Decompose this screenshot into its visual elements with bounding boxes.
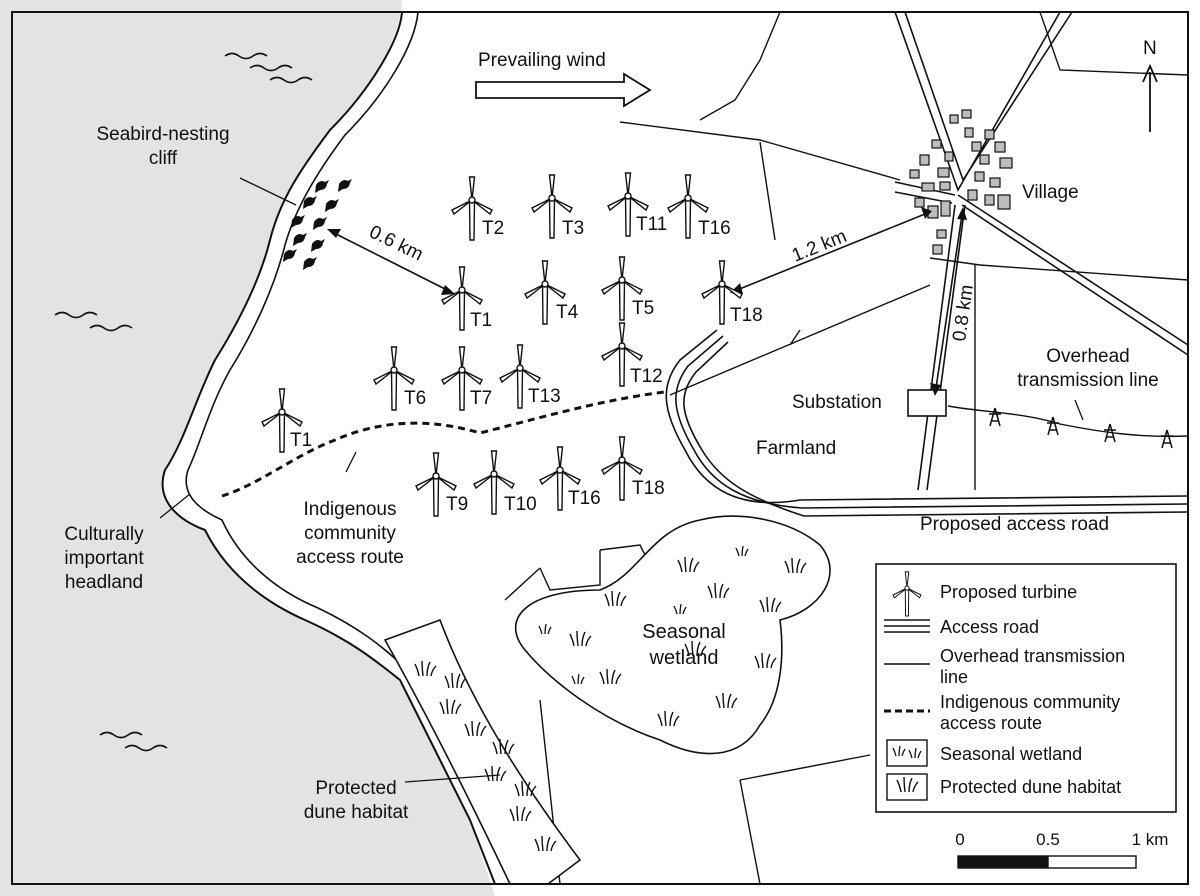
turbine-label: T2: [482, 218, 504, 239]
turbine-label: T13: [528, 386, 561, 407]
access-road-label: Proposed access road: [920, 514, 1109, 535]
turbine-label: T7: [470, 388, 492, 409]
legend: Proposed turbine Access road Overhead tr…: [875, 563, 1177, 813]
seasonal-wetland: [514, 515, 831, 755]
scale-label-0: 0: [955, 830, 964, 849]
sea: [0, 0, 495, 896]
coastline: [161, 11, 496, 885]
scale-label-1km: 1 km: [1132, 830, 1169, 849]
dune-habitat: [383, 618, 582, 885]
scale-bar: 0 0.5 1 km: [955, 830, 1169, 869]
scale-label-half: 0.5: [1036, 830, 1060, 849]
legend-road-label: Access road: [940, 617, 1039, 637]
map-frame: [11, 11, 1189, 885]
legend-road-icon: [884, 619, 930, 633]
legend-dune-icon: [886, 773, 928, 801]
distance-cliff-t1: 0.6 km: [366, 222, 426, 266]
pylon-icon: [988, 407, 1002, 427]
indigenous-route: [221, 390, 666, 498]
turbine-label: T1: [470, 310, 492, 331]
village-buildings: [909, 109, 1013, 255]
north-label: N: [1143, 38, 1157, 59]
distance-t18-village: 1.2 km: [789, 226, 850, 267]
turbine-label: T1: [290, 430, 312, 451]
turbine-label: T3: [562, 218, 584, 239]
proposed-access-road: [665, 329, 1189, 517]
substation-label: Substation: [792, 392, 882, 413]
leader-lines: [159, 177, 1084, 783]
farmland-label: Farmland: [756, 438, 836, 459]
legend-dune-label: Protected dune habitat: [940, 777, 1121, 797]
turbine-label: T5: [632, 298, 654, 319]
substation-box[interactable]: [907, 389, 947, 417]
legend-turbine-label: Proposed turbine: [940, 582, 1077, 602]
turbine-label: T16: [568, 488, 601, 509]
turbine-label: T12: [630, 366, 663, 387]
turbine-label: T10: [504, 494, 537, 515]
wind-label: Prevailing wind: [478, 50, 606, 71]
turbine-label: T11: [636, 214, 667, 235]
village-label: Village: [1022, 182, 1079, 203]
legend-wetland-icon: [886, 739, 928, 767]
turbine-label: T6: [404, 388, 426, 409]
turbine-label: T18: [730, 305, 763, 326]
seabird-colony-icon: [283, 179, 352, 270]
pylon-icon: [1160, 429, 1174, 449]
field-boundaries: [504, 11, 1189, 885]
turbine-label: T4: [556, 302, 579, 323]
turbine-labels: T2 T3 T11 T16 T1 T4 T5 T18 T12 T6 T7 T13…: [290, 214, 763, 515]
wind-arrow-icon: [475, 72, 652, 108]
legend-box: [875, 563, 1177, 813]
distance-arrows: [333, 213, 963, 389]
turbine-label: T18: [632, 478, 665, 499]
turbine-label: T9: [446, 494, 468, 515]
transmission-line: [947, 405, 1189, 438]
north-arrow-icon: [1142, 63, 1158, 132]
pylon-icon: [1046, 416, 1060, 436]
village-roads: [894, 11, 1189, 491]
legend-wetland-label: Seasonal wetland: [940, 744, 1082, 764]
turbine-label: T16: [698, 218, 731, 239]
